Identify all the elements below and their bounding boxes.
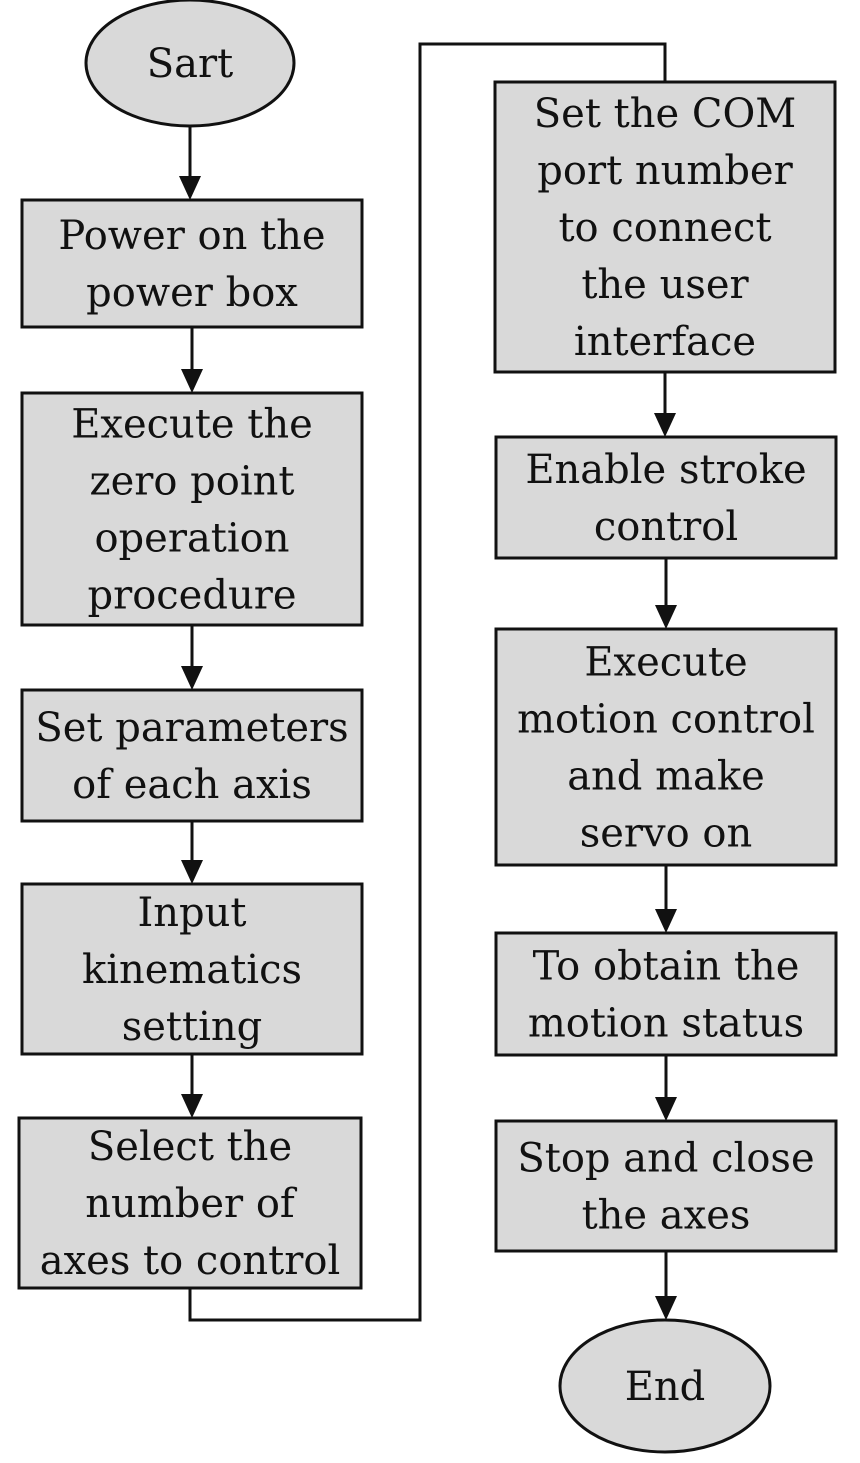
node-label-line: Enable stroke — [525, 447, 806, 493]
start-terminal-shape — [84, 0, 296, 128]
node-label-line: End — [625, 1364, 706, 1410]
connectors — [179, 42, 677, 1322]
node-label-line: To obtain the — [533, 944, 800, 990]
node-label-line: Sart — [147, 41, 233, 87]
node-label-line: Execute — [584, 640, 747, 686]
arrow-head — [181, 369, 203, 393]
process-box — [17, 1116, 363, 1290]
node-label-line: procedure — [87, 573, 296, 619]
edge-set-com-port-to-enable-stroke — [654, 372, 676, 437]
node-label-line: the user — [581, 262, 749, 308]
node-end: End — [558, 1318, 772, 1454]
node-power-on: Power on the power box — [20, 198, 364, 329]
node-label-line: power box — [86, 270, 298, 316]
node-label-line: of each axis — [72, 762, 312, 808]
node-input-kinematics: Input kinematics setting — [20, 882, 364, 1056]
node-zero-point: Execute the zero point operation procedure — [20, 391, 364, 627]
node-start: Sart — [84, 0, 296, 128]
node-label-line: Input — [137, 890, 246, 936]
node-obtain-status: To obtain the motion status — [494, 931, 838, 1057]
edge-stop-close-to-end — [655, 1251, 677, 1320]
process-box — [20, 688, 364, 823]
node-label-line: Set the COM — [534, 91, 796, 137]
node-set-parameters: Set parameters of each axis — [20, 688, 364, 823]
arrow-head — [655, 909, 677, 933]
node-label-line: Set parameters — [35, 705, 348, 751]
edge-zero-point-to-set-parameters — [181, 625, 203, 690]
node-label-line: port number — [537, 148, 793, 194]
node-select-axes: Select the number of axes to control — [17, 1116, 363, 1290]
process-box — [493, 80, 837, 374]
arrow-head — [655, 605, 677, 629]
arrow-head — [179, 176, 201, 200]
node-label-line: control — [594, 504, 738, 550]
process-box — [494, 931, 838, 1057]
arrow-head — [181, 860, 203, 884]
node-label-line: Execute the — [71, 402, 313, 448]
arrow-head — [655, 1296, 677, 1320]
process-box — [494, 435, 838, 560]
node-label-line: motion control — [517, 697, 815, 743]
edge-input-kinematics-to-select-axes — [181, 1054, 203, 1118]
edge-obtain-status-to-stop-close — [655, 1055, 677, 1121]
node-motion-control: Execute motion control and make servo on — [494, 627, 838, 867]
end-terminal-shape — [558, 1318, 772, 1454]
node-label-line: axes to control — [40, 1238, 341, 1284]
node-label-line: operation — [94, 516, 289, 562]
edge-power-on-to-zero-point — [181, 327, 203, 393]
process-box — [494, 627, 838, 867]
node-label-line: interface — [574, 319, 756, 365]
node-label-line: servo on — [580, 811, 753, 857]
process-box — [494, 1119, 838, 1253]
node-label-line: setting — [122, 1004, 263, 1050]
arrow-head — [654, 413, 676, 437]
process-box — [20, 882, 364, 1056]
process-box — [20, 391, 364, 627]
node-enable-stroke: Enable stroke control — [494, 435, 838, 560]
edge-enable-stroke-to-motion-control — [655, 558, 677, 629]
edge-motion-control-to-obtain-status — [655, 865, 677, 933]
node-label-line: Select the — [88, 1124, 292, 1170]
node-label-line: motion status — [528, 1001, 804, 1047]
connector-line — [188, 42, 667, 1322]
arrow-head — [181, 666, 203, 690]
node-label-line: and make — [567, 754, 765, 800]
process-box — [20, 198, 364, 329]
arrow-head — [655, 1097, 677, 1121]
arrow-head — [181, 1094, 203, 1118]
node-label-line: zero point — [90, 459, 295, 505]
edge-select-axes-to-set-com-port — [188, 42, 667, 1322]
node-label-line: number of — [85, 1181, 298, 1227]
node-label-line: the axes — [582, 1193, 751, 1239]
node-label-line: Stop and close — [517, 1136, 814, 1182]
edge-start-to-power-on — [179, 126, 201, 200]
node-stop-close: Stop and close the axes — [494, 1119, 838, 1253]
node-label-line: to connect — [558, 205, 771, 251]
node-label-line: Power on the — [58, 213, 325, 259]
node-label-line: kinematics — [82, 947, 302, 993]
node-set-com-port: Set the COM port number to connect the user… — [493, 80, 837, 374]
edge-set-parameters-to-input-kinematics — [181, 821, 203, 884]
